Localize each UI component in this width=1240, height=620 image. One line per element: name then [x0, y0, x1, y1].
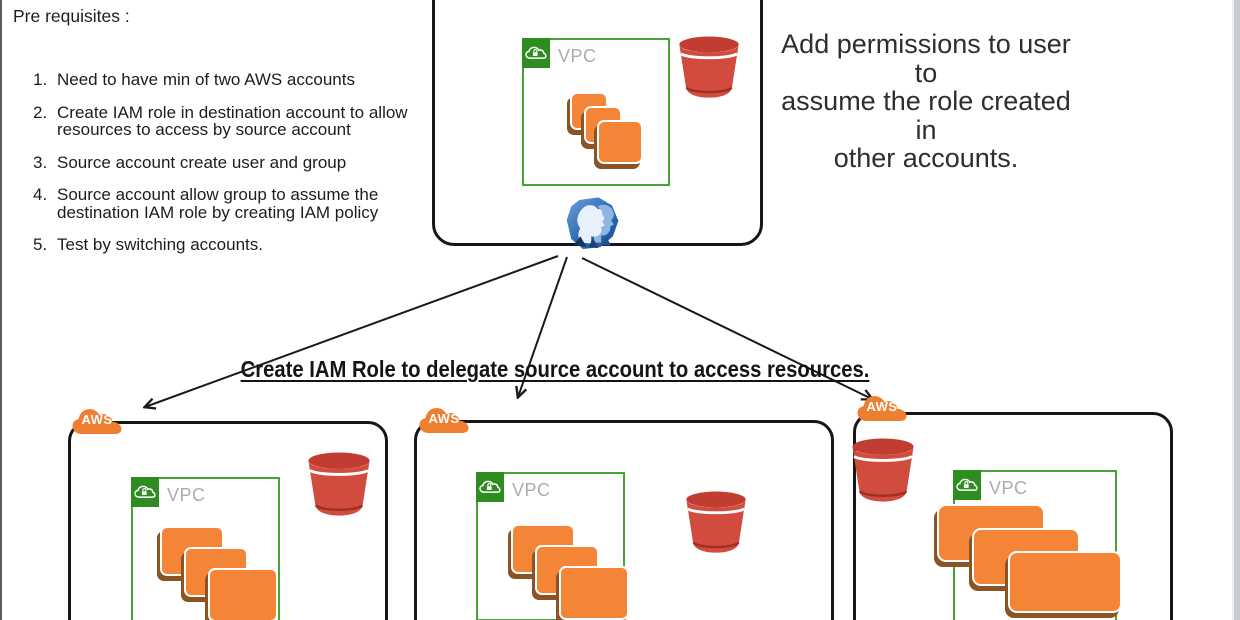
item-text: Source account create user and group — [57, 152, 347, 172]
prerequisite-item-3: 3. Source account create user and group — [33, 152, 433, 172]
right-note: Add permissions to user to assume the ro… — [770, 30, 1082, 173]
item-text: destination IAM role by creating IAM pol… — [57, 202, 379, 222]
item-text: Test by switching accounts. — [57, 235, 263, 254]
item-number: 2. — [33, 102, 48, 122]
left-panel-border — [0, 0, 2, 620]
note-line: Add permissions to user to — [781, 29, 1071, 88]
prerequisite-item-2: 2. Create IAM role in destination accoun… — [33, 102, 433, 139]
vpc-label: VPC — [989, 478, 1028, 498]
vpc-label: VPC — [167, 485, 206, 505]
aws-cloud-icon: AWS — [417, 402, 471, 438]
item-number: 5. — [33, 235, 48, 254]
aws-cloud-icon: AWS — [70, 403, 124, 439]
item-text: Source account allow group to assume the — [57, 185, 379, 204]
s3-bucket-icon — [306, 451, 372, 518]
aws-badge-label: AWS — [81, 412, 113, 427]
note-line: other accounts. — [833, 143, 1019, 173]
item-number: 3. — [33, 152, 48, 172]
vpc-cloud-lock-icon — [522, 38, 550, 68]
diagram-heading: Create IAM Role to delegate source accou… — [240, 356, 870, 382]
prerequisite-item-5: 5. Test by switching accounts. — [33, 236, 433, 254]
prerequisite-item-4: 4. Source account allow group to assume … — [33, 186, 433, 221]
s3-bucket-icon — [677, 35, 741, 100]
vpc-label: VPC — [558, 46, 597, 66]
ec2-instance-icon — [559, 566, 629, 620]
item-number: 1. — [33, 70, 48, 89]
vpc-cloud-lock-icon — [131, 477, 159, 507]
prerequisites-title: Pre requisites : — [13, 6, 130, 26]
aws-badge-label: AWS — [428, 411, 460, 426]
s3-bucket-icon — [684, 490, 748, 555]
ec2-instance-icon — [208, 568, 278, 620]
vpc-cloud-lock-icon — [476, 472, 504, 502]
item-text: Create IAM role in destination account t… — [57, 102, 408, 122]
ec2-instance-icon — [597, 120, 643, 164]
prerequisite-item-1: 1. Need to have min of two AWS accounts — [33, 71, 433, 89]
item-text: Need to have min of two AWS accounts — [57, 70, 355, 89]
note-line: assume the role created in — [781, 86, 1071, 145]
vpc-label: VPC — [512, 480, 551, 500]
item-text: resources to access by source account — [57, 120, 351, 139]
scrollbar[interactable] — [1232, 0, 1240, 620]
arrow-to-account-1 — [145, 255, 559, 407]
iam-users-icon — [566, 197, 619, 249]
item-number: 4. — [33, 185, 48, 204]
prerequisites-section: Pre requisites : 1. Need to have min of … — [13, 6, 433, 269]
aws-badge-label: AWS — [866, 399, 898, 414]
aws-cloud-icon: AWS — [855, 390, 909, 426]
ec2-instance-icon — [1008, 551, 1122, 613]
vpc-cloud-lock-icon — [953, 470, 981, 500]
s3-bucket-icon — [850, 437, 916, 504]
